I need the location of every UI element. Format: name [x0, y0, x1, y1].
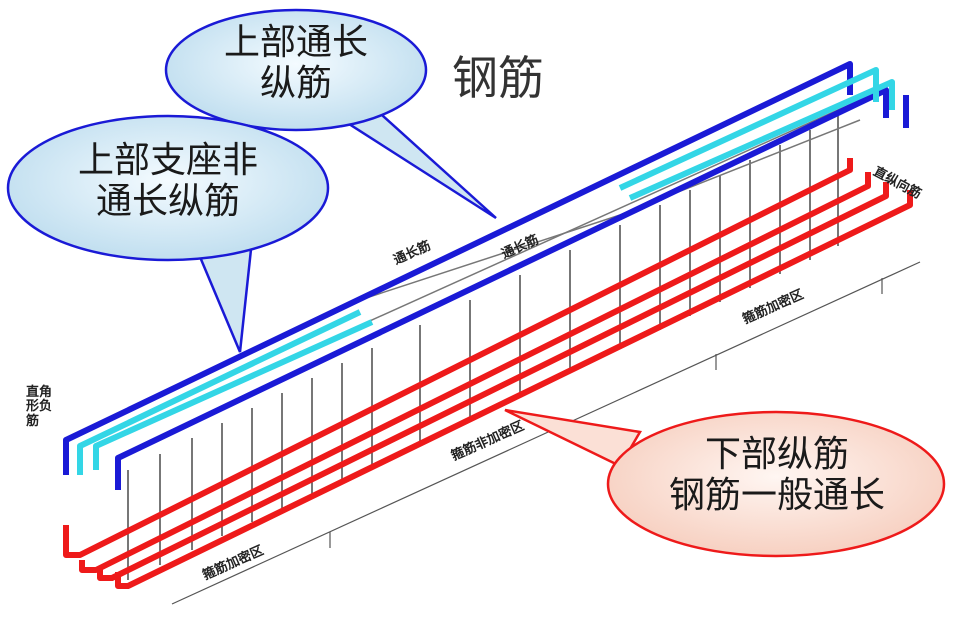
callout-bottom — [606, 410, 946, 558]
callout-top-through-line2: 纵筋 — [259, 63, 332, 105]
callout-top-through-text: 上部通长 纵筋 — [196, 22, 396, 105]
callout-top-support-text: 上部支座非 通长纵筋 — [38, 140, 298, 223]
callout-top-through — [164, 8, 428, 132]
dimension-line — [171, 261, 921, 605]
callout-bottom-line1: 下部纵筋 — [704, 434, 849, 475]
bottom-bars — [63, 158, 913, 589]
top-support-bars — [77, 67, 895, 475]
callout-bottom-line2: 钢筋一般通长 — [668, 475, 885, 517]
label-straight-hook-line3: 筋 — [26, 413, 40, 429]
callout-bottom-text: 下部纵筋 钢筋一般通长 — [632, 434, 922, 517]
callout-top-support-line2: 通长纵筋 — [95, 181, 240, 223]
label-straight-hook-line1: 直角 — [26, 385, 53, 400]
label-straight-hook-line2: 形负 — [26, 399, 53, 415]
callout-top-support-line1: 上部支座非 — [77, 140, 258, 181]
label-straight-hook: 直角 形负 筋 — [26, 385, 53, 429]
diagram-title: 钢筋 — [452, 51, 544, 105]
callout-top-support — [6, 114, 330, 262]
callout-top-through-line1: 上部通长 — [223, 22, 368, 63]
